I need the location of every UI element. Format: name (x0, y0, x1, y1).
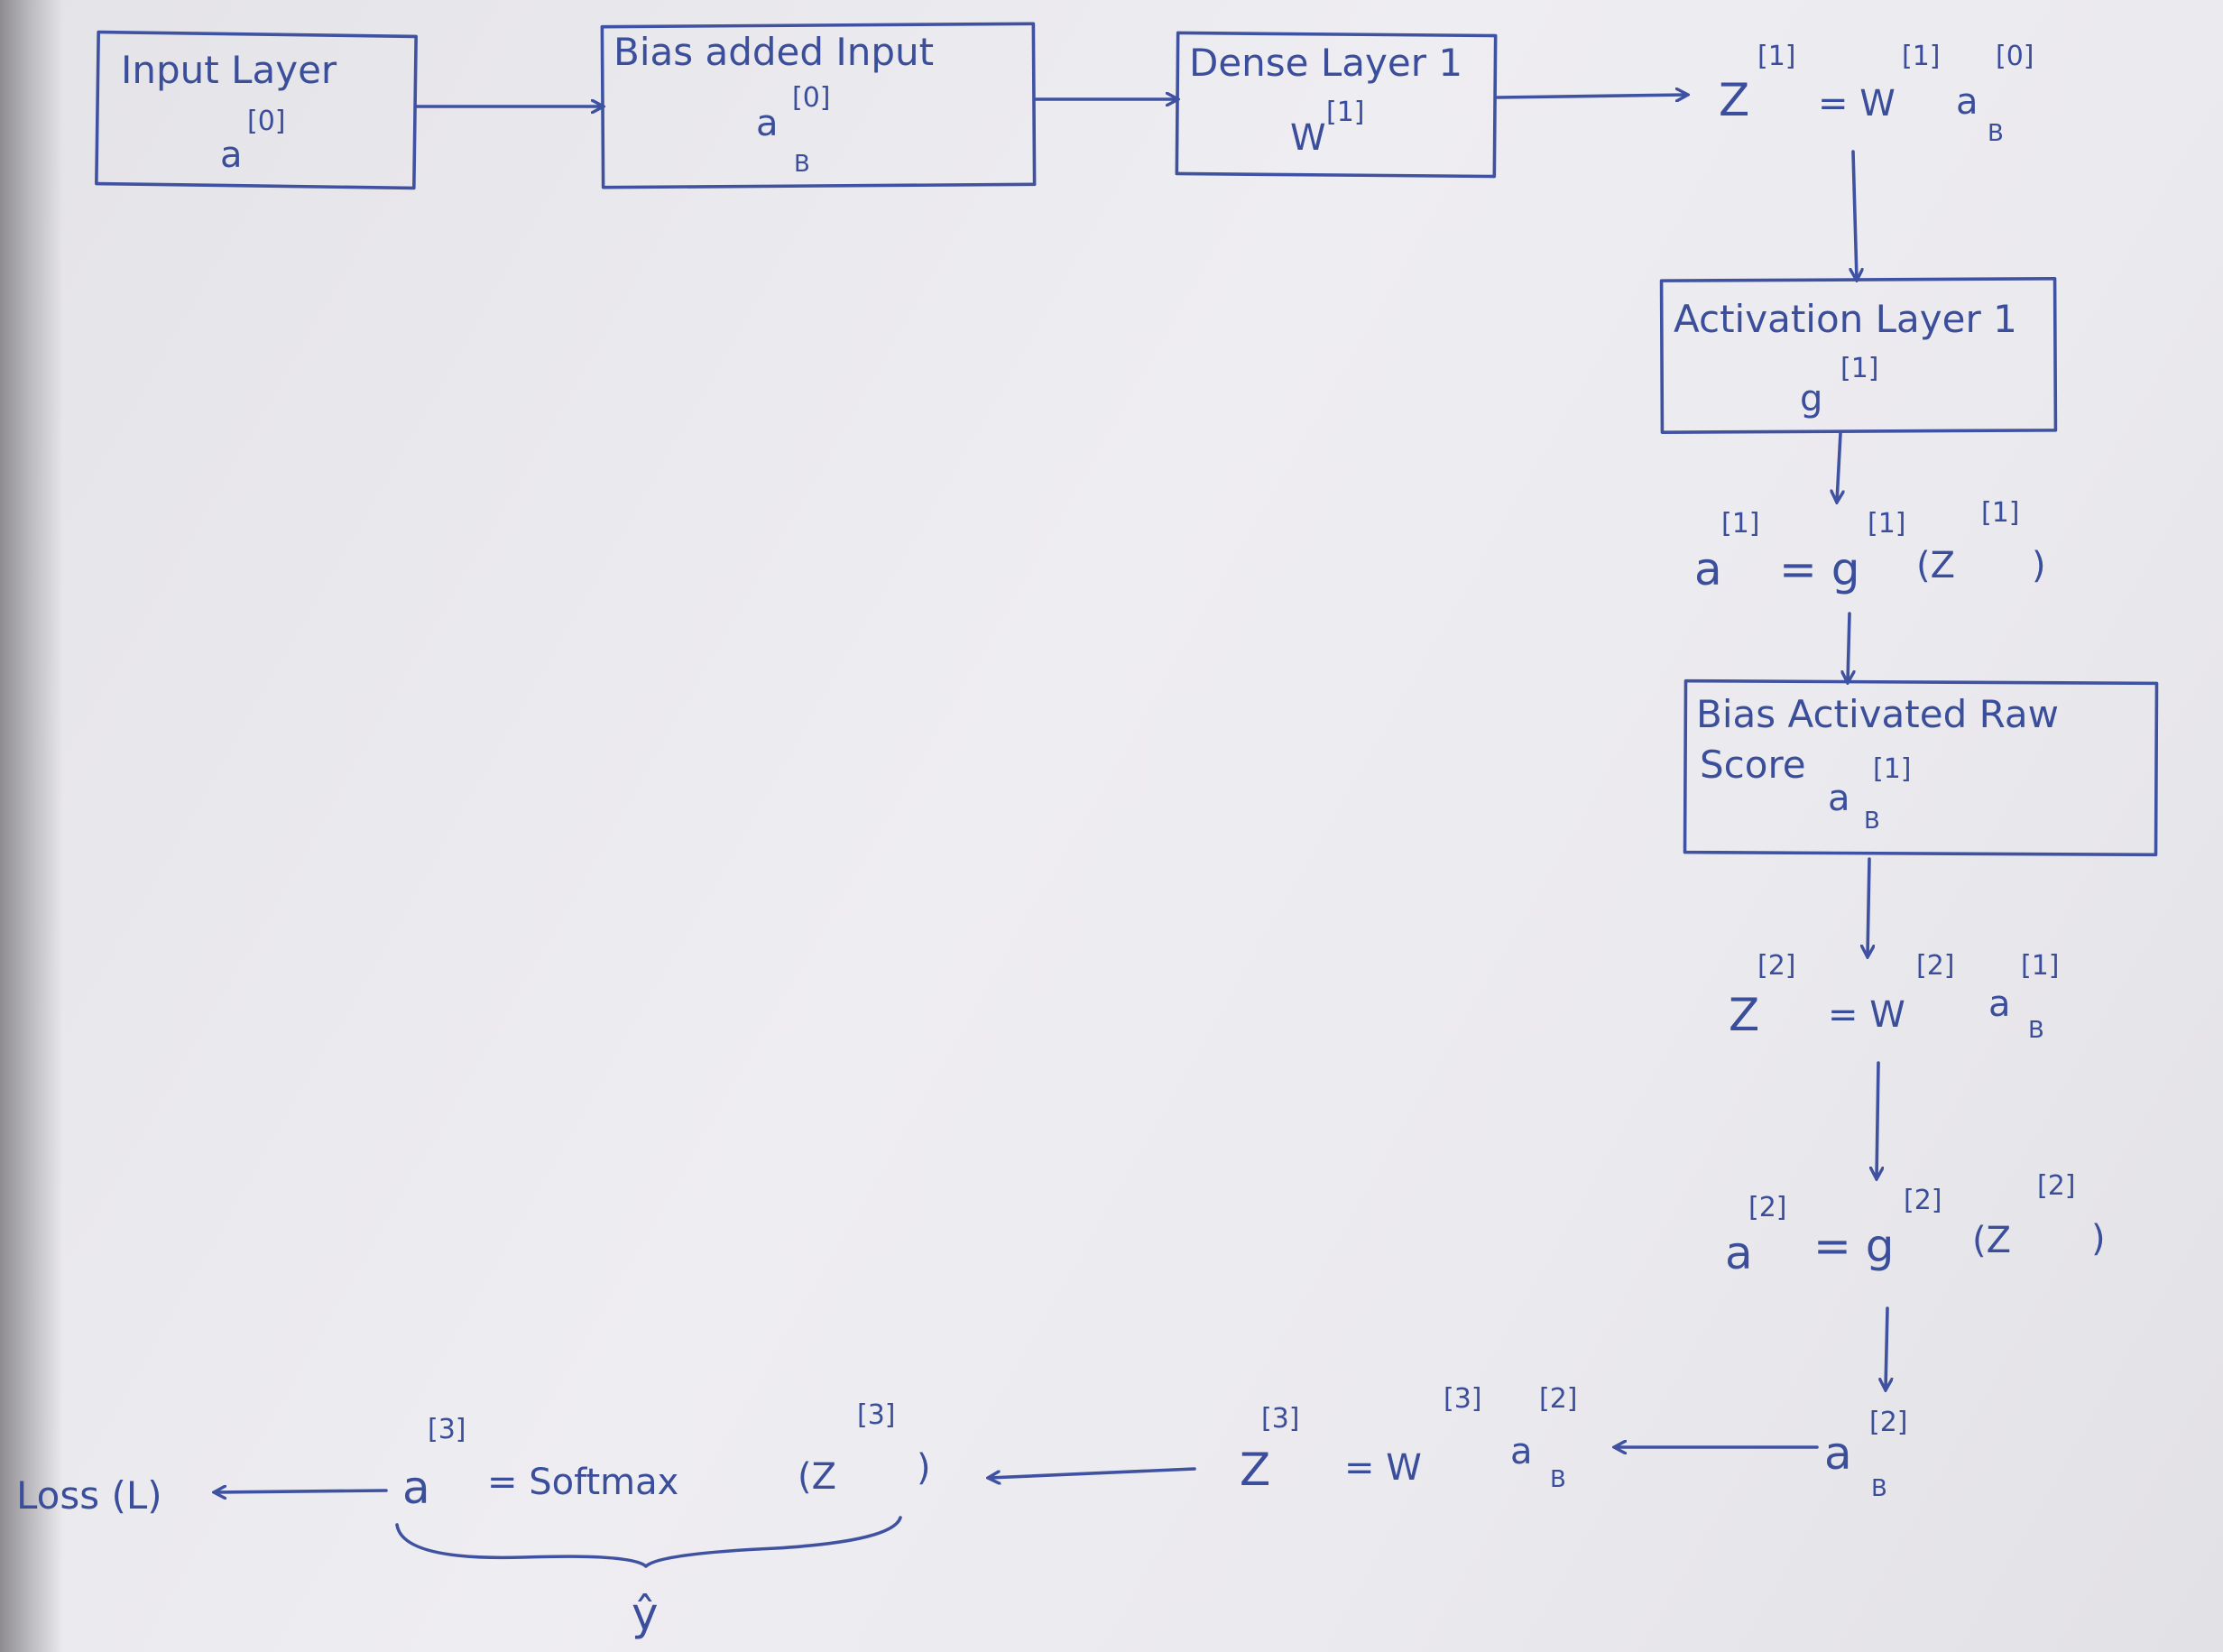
z3-a: a (1510, 1431, 1533, 1472)
a3-lhs: a (402, 1462, 430, 1514)
a1-lhs: a (1694, 543, 1722, 595)
bias-raw-title-line1: Bias Activated Raw (1696, 692, 2059, 736)
a1-argument: (Z (1916, 545, 1955, 586)
equation-z2: Z [2] = W [2] a [1] B (1729, 950, 2060, 1044)
ab2-superscript: [2] (1869, 1407, 1908, 1438)
a1-g-superscript: [1] (1868, 508, 1906, 540)
z2-lhs: Z (1729, 989, 1759, 1041)
equation-ab2: a [2] B (1824, 1407, 1908, 1502)
input-layer-box: Input Layer a [0] (95, 30, 418, 190)
ab2-symbol: a (1824, 1427, 1852, 1480)
bias-added-input-box: Bias added Input a [0] B (600, 22, 1037, 189)
equation-a1: a [1] = g [1] (Z [1] ) (1694, 497, 2046, 595)
a2-lhs-superscript: [2] (1748, 1192, 1787, 1223)
arrow-z3-to-softmax (989, 1467, 1196, 1478)
z1-equals-w: = W (1818, 83, 1896, 125)
arrow-dense-to-z1 (1496, 95, 1687, 97)
bias-raw-title-line2: Score (1700, 743, 1806, 787)
z2-equals-w: = W (1828, 994, 1905, 1036)
bias-activated-raw-score-box: Bias Activated Raw Score a [1] B (1683, 678, 2159, 857)
activation-layer-1-title: Activation Layer 1 (1674, 297, 2017, 341)
arrow-a1-to-bias-raw (1848, 612, 1849, 682)
z1-lhs-superscript: [1] (1757, 41, 1796, 72)
dense-layer-1-box: Dense Layer 1 W [1] (1175, 31, 1498, 179)
z1-a-subscript: B (1988, 120, 2004, 147)
arrow-z2-to-a2 (1877, 1061, 1878, 1178)
a3-argument-superscript: [3] (857, 1399, 896, 1431)
bias-raw-subscript: B (1864, 808, 1880, 835)
ab2-subscript: B (1871, 1475, 1887, 1502)
z2-a-superscript: [1] (2021, 950, 2060, 982)
equation-z3: Z [3] = W [3] a [2] B (1240, 1383, 1578, 1496)
loss-label: Loss (L) (16, 1473, 162, 1518)
z3-lhs: Z (1240, 1444, 1270, 1496)
a1-close-paren: ) (2032, 545, 2046, 586)
arrow-z1-to-activation (1853, 150, 1857, 280)
input-layer-symbol: a (220, 134, 243, 176)
bias-raw-superscript: [1] (1873, 753, 1912, 785)
z1-w-superscript: [1] (1902, 41, 1941, 72)
bias-added-input-symbol: a (756, 103, 779, 144)
z3-a-superscript: [2] (1539, 1383, 1578, 1415)
a1-argument-superscript: [1] (1981, 497, 2020, 529)
bias-raw-symbol: a (1828, 778, 1850, 819)
dense-layer-1-symbol: W (1290, 117, 1326, 159)
arrow-bias-raw-to-z2 (1868, 857, 1869, 956)
z3-lhs-superscript: [3] (1261, 1403, 1300, 1435)
activation-layer-1-symbol: g (1800, 378, 1822, 420)
a2-g-superscript: [2] (1904, 1185, 1942, 1216)
input-layer-title: Input Layer (121, 48, 337, 92)
a2-close-paren: ) (2091, 1218, 2106, 1260)
a1-equals-g: = g (1779, 543, 1860, 595)
a2-argument: (Z (1972, 1220, 2011, 1261)
z2-lhs-superscript: [2] (1757, 950, 1796, 982)
z3-w-superscript: [3] (1444, 1383, 1482, 1415)
equation-z1: Z [1] = W [1] a [0] B (1719, 41, 2034, 147)
y-hat-symbol: ŷ (632, 1588, 659, 1640)
a3-equals-softmax: = Softmax (487, 1462, 678, 1503)
a2-lhs: a (1725, 1227, 1753, 1279)
z1-lhs: Z (1719, 74, 1749, 126)
bias-added-input-title: Bias added Input (613, 30, 934, 74)
a2-argument-superscript: [2] (2037, 1170, 2076, 1202)
z2-w-superscript: [2] (1916, 950, 1955, 982)
input-layer-superscript: [0] (247, 106, 286, 137)
z3-a-subscript: B (1550, 1466, 1566, 1493)
z2-a-subscript: B (2028, 1017, 2044, 1044)
equation-a2: a [2] = g [2] (Z [2] ) (1725, 1170, 2106, 1279)
dense-layer-1-title: Dense Layer 1 (1189, 41, 1462, 85)
a3-close-paren: ) (917, 1447, 931, 1489)
a3-lhs-superscript: [3] (428, 1414, 466, 1445)
arrow-activation-to-a1 (1837, 431, 1840, 502)
page-shadow (0, 0, 63, 1652)
activation-layer-1-superscript: [1] (1840, 353, 1879, 384)
a2-equals-g: = g (1813, 1220, 1895, 1272)
equation-a3: a [3] = Softmax (Z [3] ) (402, 1399, 931, 1514)
bias-added-input-superscript: [0] (792, 82, 831, 114)
z2-a: a (1988, 983, 2011, 1025)
a3-argument: (Z (798, 1456, 836, 1498)
z3-equals-w: = W (1344, 1447, 1422, 1489)
a1-lhs-superscript: [1] (1721, 508, 1760, 540)
activation-layer-1-box: Activation Layer 1 g [1] (1659, 277, 2058, 434)
arrow-softmax-to-loss (215, 1490, 388, 1492)
y-hat-underbrace (395, 1516, 902, 1568)
bias-added-input-subscript: B (794, 151, 810, 178)
z1-a: a (1956, 81, 1979, 123)
dense-layer-1-superscript: [1] (1326, 97, 1365, 128)
z1-a-superscript: [0] (1996, 41, 2034, 72)
arrow-a2-to-ab2 (1886, 1306, 1887, 1389)
